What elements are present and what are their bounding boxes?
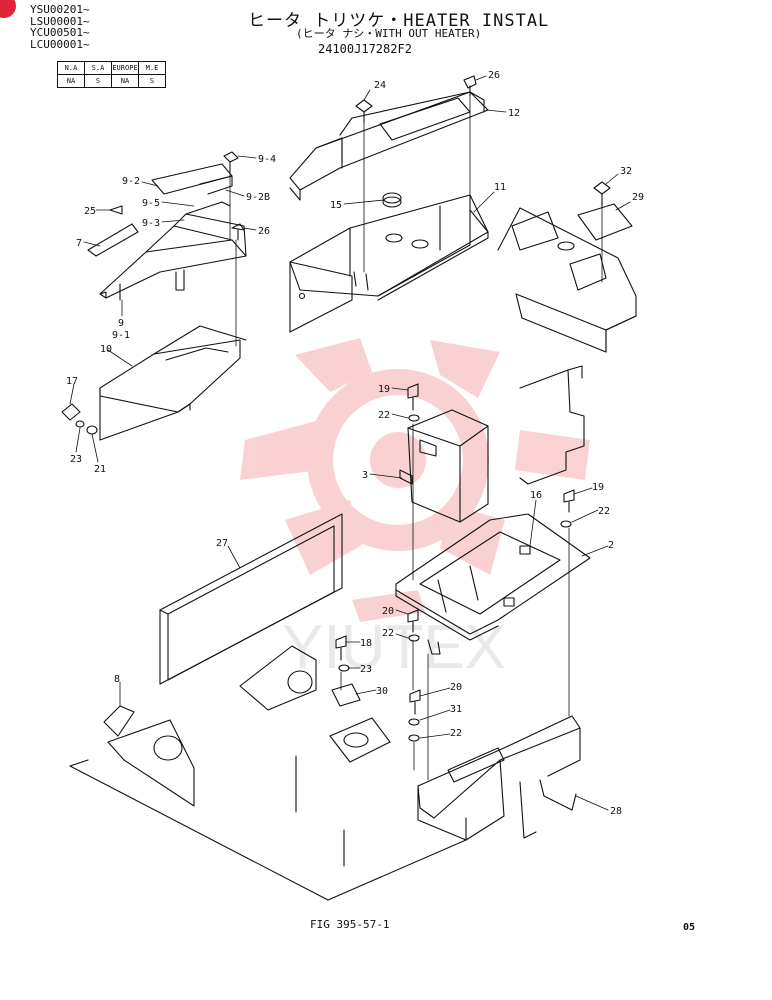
callout-9-3: 9-3 [142, 218, 160, 229]
callout-19: 19 [378, 384, 390, 395]
callout-21: 21 [94, 464, 106, 475]
part-10-duct [99, 325, 247, 441]
part-number: 24100J17282F2 [318, 42, 412, 56]
spec-value-cell: S [138, 74, 166, 88]
callout-12: 12 [508, 108, 520, 119]
callout-28: 28 [610, 806, 622, 817]
part-8-duct [103, 705, 195, 807]
part-12-cover [289, 91, 489, 201]
part-2-tray [395, 513, 591, 655]
page-subtitle: (ヒータ ナシ・WITH OUT HEATER) [296, 27, 482, 40]
serial-number: YSU00201~ [30, 3, 90, 16]
callout-19-b: 19 [592, 482, 604, 493]
callout-23: 23 [70, 454, 82, 465]
callout-8: 8 [114, 674, 120, 685]
serial-number-list: YSU00201~ LSU00001~ YCU00501~ LCU00001~ [30, 4, 90, 50]
callout-3: 3 [362, 470, 368, 481]
serial-number: LCU00001~ [30, 37, 90, 51]
callout-18: 18 [360, 638, 372, 649]
part-11-housing [289, 194, 489, 333]
serial-number: LSU00001~ [30, 14, 90, 28]
callout-27: 27 [216, 538, 228, 549]
callout-32: 32 [620, 166, 632, 177]
region-spec-table: N.A S.A EUROPE M.E NA S NA S [57, 61, 166, 88]
part-27-panel [159, 513, 343, 685]
leader-lines [69, 75, 631, 811]
callout-9-1: 9-1 [112, 330, 130, 341]
spec-header-row: N.A S.A EUROPE M.E [57, 61, 166, 75]
callout-31: 31 [450, 704, 462, 715]
callout-11: 11 [494, 182, 506, 193]
callout-22-b: 22 [598, 506, 610, 517]
watermark-text: YIUTEX [282, 613, 506, 682]
spec-value-row: NA S NA S [57, 74, 166, 88]
callout-2: 2 [608, 540, 614, 551]
corner-badge-icon [0, 0, 16, 18]
callout-22-c: 22 [382, 628, 394, 639]
callout-15: 15 [330, 200, 342, 211]
callout-29: 29 [632, 192, 644, 203]
part-panel-rear [519, 365, 585, 485]
callout-26-b: 26 [258, 226, 270, 237]
part-9-bracket [87, 163, 247, 301]
part-29-plate [577, 203, 633, 241]
callout-10: 10 [100, 344, 112, 355]
part-3-heater-box [399, 409, 489, 523]
part-30-blower [239, 645, 391, 763]
part-28-stand [417, 715, 581, 841]
callout-9-4: 9-4 [258, 154, 276, 165]
callout-9-2b: 9-2B [246, 192, 270, 203]
callout-9-2: 9-2 [122, 176, 140, 187]
fasteners [61, 75, 611, 742]
callout-23-b: 23 [360, 664, 372, 675]
callout-20-b: 20 [450, 682, 462, 693]
part-29-console [497, 203, 637, 353]
callout-24: 24 [374, 80, 386, 91]
part-15-grommet [382, 192, 402, 208]
callout-26: 26 [488, 70, 500, 81]
serial-number: YCU00501~ [30, 26, 90, 39]
callout-9-5: 9-5 [142, 198, 160, 209]
callout-30: 30 [376, 686, 388, 697]
callout-16: 16 [530, 490, 542, 501]
watermark-logo: YIUTEX [240, 338, 590, 682]
part-7-handle [87, 223, 139, 257]
part-30-plate [331, 683, 361, 707]
callout-17: 17 [66, 376, 78, 387]
callout-20: 20 [382, 606, 394, 617]
callout-25: 25 [84, 206, 96, 217]
callout-7: 7 [76, 238, 82, 249]
callout-22-d: 22 [450, 728, 462, 739]
figure-label: FIG 395-57-1 [310, 918, 390, 931]
callout-9: 9 [118, 318, 124, 329]
floor-plate [69, 755, 467, 901]
callout-labels: 24 26 12 11 15 32 29 9-4 9-2 9-2B 9-5 25… [66, 70, 644, 817]
page-code: 05 [683, 922, 696, 933]
callout-22: 22 [378, 410, 390, 421]
page-title: ヒータ トリツケ・HEATER INSTAL [248, 11, 550, 31]
